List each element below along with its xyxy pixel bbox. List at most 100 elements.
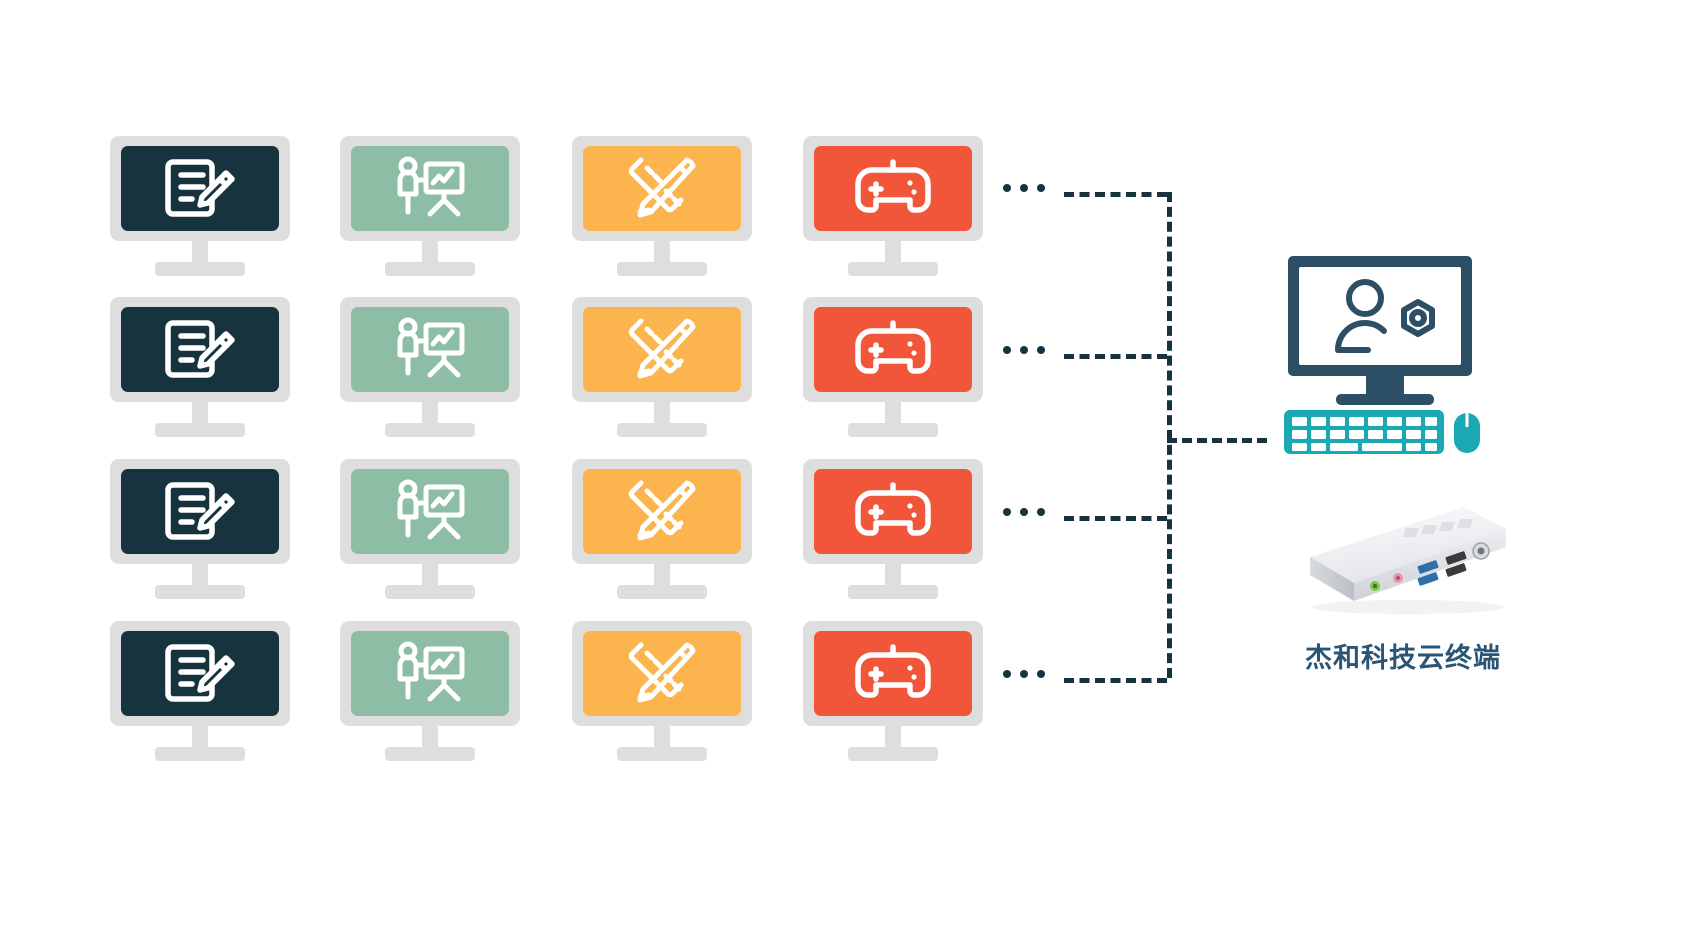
client-monitor-teaching[interactable] [340,621,520,761]
monitor-neck [885,402,901,429]
presenter-chart-board-icon [397,641,465,701]
mini-pc-icon[interactable] [1268,495,1508,640]
monitor-base [385,585,475,599]
monitor-neck [885,241,901,268]
usb-port-1 [1417,560,1439,574]
monitor-base [155,585,245,599]
monitor-screen [351,631,509,716]
station-monitor-neck [1366,376,1404,394]
monitor-base [617,262,707,276]
pencil-ruler-icon [628,318,696,378]
monitor-screen [351,307,509,392]
keyboard-icon [1284,410,1444,454]
document-pencil-icon [165,643,235,702]
game-controller-icon [855,158,931,213]
client-monitor-design[interactable] [572,136,752,276]
station-monitor-screen [1299,267,1461,365]
monitor-neck [885,726,901,753]
monitor-screen [583,146,741,231]
monitor-base [848,423,938,437]
presenter-chart-board-icon [397,479,465,539]
client-monitor-documents[interactable] [110,459,290,599]
client-monitor-teaching[interactable] [340,459,520,599]
usb-port-2 [1417,572,1439,586]
monitor-base [385,423,475,437]
mini-pc-ports [1370,542,1490,591]
document-pencil-icon [165,481,235,540]
monitor-screen [814,469,972,554]
mini-pc-top [1310,507,1506,583]
row-ellipsis-3 [1003,508,1045,516]
monitor-screen [583,631,741,716]
monitor-neck [654,402,670,429]
client-monitor-gaming[interactable] [803,136,983,276]
monitor-neck [192,241,208,268]
branch-connector-2 [1064,354,1167,359]
presenter-chart-board-icon [397,156,465,216]
monitor-screen [814,307,972,392]
monitor-neck [422,402,438,429]
branch-connector-4 [1064,678,1167,683]
monitor-base [617,423,707,437]
monitor-screen [121,631,279,716]
monitor-screen [351,469,509,554]
monitor-base [617,585,707,599]
branch-connector-1 [1064,192,1167,197]
game-controller-icon [855,643,931,698]
monitor-neck [422,726,438,753]
client-monitor-teaching[interactable] [340,136,520,276]
client-monitor-teaching[interactable] [340,297,520,437]
monitor-neck [654,726,670,753]
game-controller-icon [855,481,931,536]
usb-port-4 [1445,563,1467,577]
usb-port-3 [1445,551,1467,565]
monitor-screen [814,146,972,231]
client-monitor-design[interactable] [572,621,752,761]
user-settings-icon [1335,279,1435,353]
monitor-base [848,262,938,276]
mouse-icon [1437,398,1480,453]
monitor-screen [351,146,509,231]
station-monitor-keyboard-mouse[interactable] [1270,250,1500,460]
monitor-base [617,747,707,761]
client-monitor-documents[interactable] [110,621,290,761]
row-ellipsis-2 [1003,346,1045,354]
presenter-chart-board-icon [397,317,465,377]
pencil-ruler-icon [628,480,696,540]
row-ellipsis-4 [1003,670,1045,678]
station-monitor-base [1336,394,1434,405]
game-controller-icon [855,319,931,374]
monitor-neck [192,402,208,429]
bus-connector-vertical [1167,192,1172,678]
client-monitor-gaming[interactable] [803,297,983,437]
client-monitor-documents[interactable] [110,297,290,437]
monitor-neck [885,564,901,591]
server-connector [1167,438,1267,443]
mini-pc-device[interactable] [1268,495,1508,635]
document-pencil-icon [165,319,235,378]
document-pencil-icon [165,158,235,217]
monitor-screen [814,631,972,716]
monitor-neck [654,564,670,591]
monitor-base [155,423,245,437]
client-monitor-documents[interactable] [110,136,290,276]
mini-pc-brand-emboss [1402,519,1474,537]
client-monitor-gaming[interactable] [803,459,983,599]
client-monitor-design[interactable] [572,459,752,599]
monitor-base [155,262,245,276]
row-ellipsis-1 [1003,184,1045,192]
client-monitor-gaming[interactable] [803,621,983,761]
monitor-base [385,747,475,761]
pencil-ruler-icon [628,157,696,217]
monitor-screen [583,469,741,554]
cloud-terminal-station[interactable] [1270,250,1500,465]
mini-pc-shadow [1312,600,1504,614]
monitor-screen [121,146,279,231]
branch-connector-3 [1064,516,1167,521]
monitor-neck [422,564,438,591]
cloud-terminal-label: 杰和科技云终端 [1305,643,1501,673]
monitor-base [155,747,245,761]
monitor-base [848,585,938,599]
client-monitor-design[interactable] [572,297,752,437]
